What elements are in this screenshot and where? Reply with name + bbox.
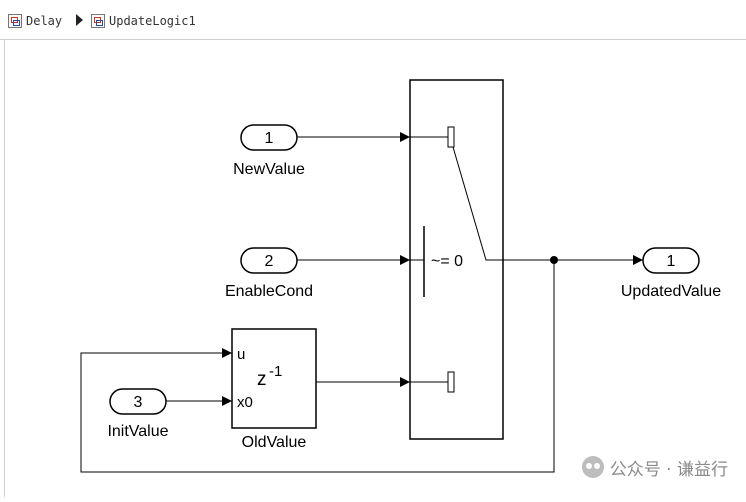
breadcrumb-label: Delay (26, 14, 63, 28)
delay-exponent: -1 (269, 363, 282, 380)
inport-number: 3 (134, 394, 143, 411)
delay-port-x0: x0 (237, 394, 253, 411)
delay-block-oldvalue[interactable]: u x0 z -1 OldValue (231, 328, 317, 451)
wechat-icon (581, 456, 604, 478)
inport-enablecond[interactable]: 2 EnableCond (225, 247, 313, 300)
inport-label: InitValue (107, 423, 168, 440)
switch-criteria-label: ~= 0 (431, 253, 463, 270)
inport-label: EnableCond (225, 283, 313, 300)
inport-number: 2 (265, 253, 274, 270)
outport-updatedvalue[interactable]: 1 UpdatedValue (621, 247, 721, 300)
branch-point (550, 256, 558, 264)
inport-label: NewValue (233, 161, 305, 178)
watermark: 公众号 · 谦益行 (581, 454, 728, 480)
toolbar-breadcrumb-bar: Delay UpdateLogic1 (0, 0, 746, 40)
block-diagram: 1 NewValue 2 EnableCond 3 InitValue ~= 0 (80, 79, 721, 473)
delay-operator: z (257, 369, 267, 390)
breadcrumb-item-delay[interactable]: Delay (8, 12, 62, 30)
switch-block[interactable]: ~= 0 (409, 79, 504, 440)
signal-line-feedback[interactable] (80, 260, 555, 473)
inport-newvalue[interactable]: 1 NewValue (233, 124, 305, 178)
outport-label: UpdatedValue (621, 283, 721, 300)
outport-number: 1 (667, 253, 676, 270)
inport-initvalue[interactable]: 3 InitValue (107, 388, 169, 440)
subsystem-icon (91, 14, 105, 28)
delay-port-u: u (237, 346, 245, 363)
breadcrumb-arrow-icon (76, 14, 83, 26)
inport-number: 1 (265, 130, 274, 147)
breadcrumb-item-updatelogic1[interactable]: UpdateLogic1 (91, 12, 196, 30)
delay-block-label: OldValue (242, 434, 307, 451)
model-canvas[interactable]: 1 NewValue 2 EnableCond 3 InitValue ~= 0 (4, 40, 746, 497)
breadcrumb-label: UpdateLogic1 (109, 14, 196, 28)
watermark-text: 公众号 · 谦益行 (609, 459, 728, 480)
model-icon (8, 14, 22, 28)
